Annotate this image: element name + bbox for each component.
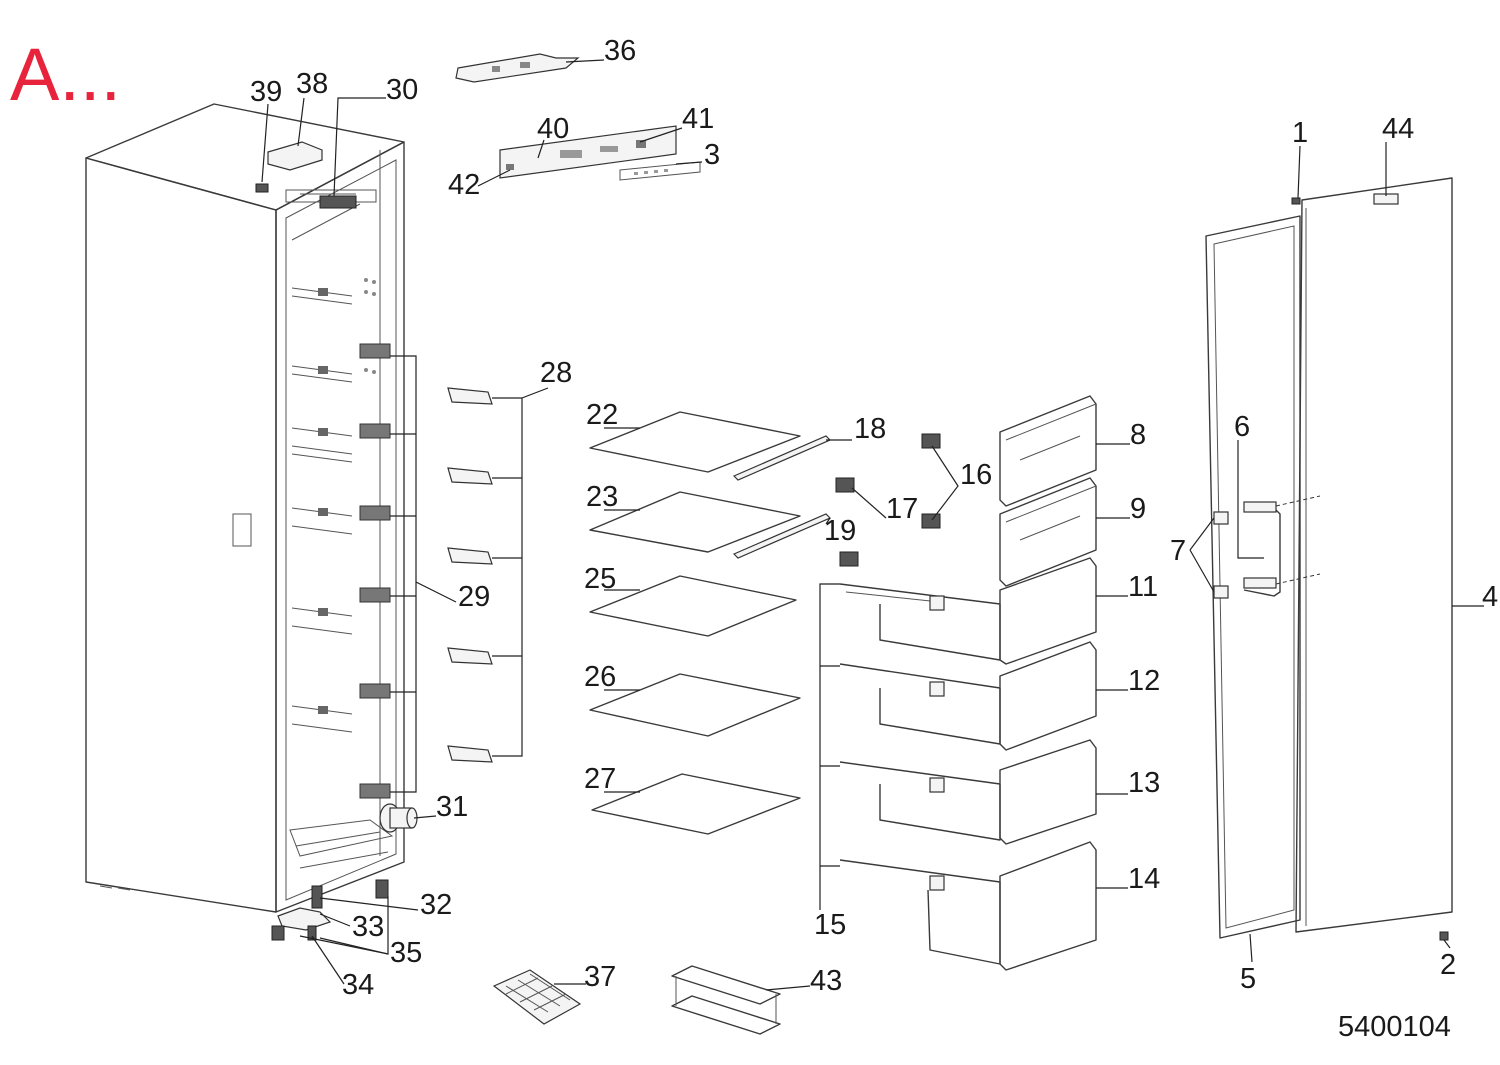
callout-13: 13: [1128, 767, 1160, 799]
clips-16-17: [835, 433, 941, 567]
drawing-number: 5400104: [1338, 1011, 1451, 1043]
callout-labels: 39 38 30 36 40 41 42 3 28 29 31 32 33 35…: [250, 35, 1498, 1001]
diagram-title: A...: [10, 33, 121, 116]
callout-3: 3: [704, 139, 720, 171]
door-balconies: [999, 395, 1097, 587]
callout-22: 22: [586, 399, 618, 431]
callout-35: 35: [390, 937, 422, 969]
callout-2: 2: [1440, 949, 1456, 981]
callout-16: 16: [960, 459, 992, 491]
callout-34: 34: [342, 969, 374, 1001]
callout-36: 36: [604, 35, 636, 67]
callout-19: 19: [824, 515, 856, 547]
part-37-ice-tray: [492, 969, 582, 1025]
callout-29: 29: [458, 581, 490, 613]
callout-15: 15: [814, 909, 846, 941]
top-hinge-parts: [255, 141, 357, 209]
callout-5: 5: [1240, 963, 1256, 995]
callout-31: 31: [436, 791, 468, 823]
callout-6: 6: [1234, 411, 1250, 443]
part-43-rack: [671, 965, 781, 1035]
callout-41: 41: [682, 103, 714, 135]
glass-shelves: [589, 411, 801, 835]
callout-42: 42: [448, 169, 480, 201]
drawers: [839, 557, 1097, 971]
callout-43: 43: [810, 965, 842, 997]
part-3-panel: [619, 161, 701, 181]
callout-12: 12: [1128, 665, 1160, 697]
callout-30: 30: [386, 74, 418, 106]
cabinet-shelf-rails: [291, 278, 391, 799]
trim-strips-18-19: [732, 435, 832, 559]
callout-40: 40: [537, 113, 569, 145]
callout-17: 17: [886, 493, 918, 525]
callout-25: 25: [584, 563, 616, 595]
callout-8: 8: [1130, 419, 1146, 451]
callout-7: 7: [1170, 535, 1186, 567]
callout-33: 33: [352, 911, 384, 943]
callout-11: 11: [1128, 571, 1158, 603]
callout-18: 18: [854, 413, 886, 445]
leader-lines: [261, 59, 1484, 991]
callout-37: 37: [584, 961, 616, 993]
callout-4: 4: [1482, 581, 1498, 613]
callout-14: 14: [1128, 863, 1160, 895]
callout-1: 1: [1292, 117, 1308, 149]
callout-44: 44: [1382, 113, 1414, 145]
door-assembly: [1205, 177, 1453, 941]
callout-28: 28: [540, 357, 572, 389]
cabinet: [85, 103, 405, 913]
callout-39: 39: [250, 76, 282, 108]
callout-32: 32: [420, 889, 452, 921]
part-36-bracket: [455, 53, 580, 83]
callout-27: 27: [584, 763, 616, 795]
part-40-control-board: [499, 125, 677, 179]
callout-26: 26: [584, 661, 616, 693]
part-31-knob: [379, 803, 418, 833]
callout-23: 23: [586, 481, 618, 513]
bottom-hinge-parts: [271, 879, 389, 941]
callout-9: 9: [1130, 493, 1146, 525]
callout-38: 38: [296, 68, 328, 100]
part-28-shelf-supports: [447, 387, 493, 763]
